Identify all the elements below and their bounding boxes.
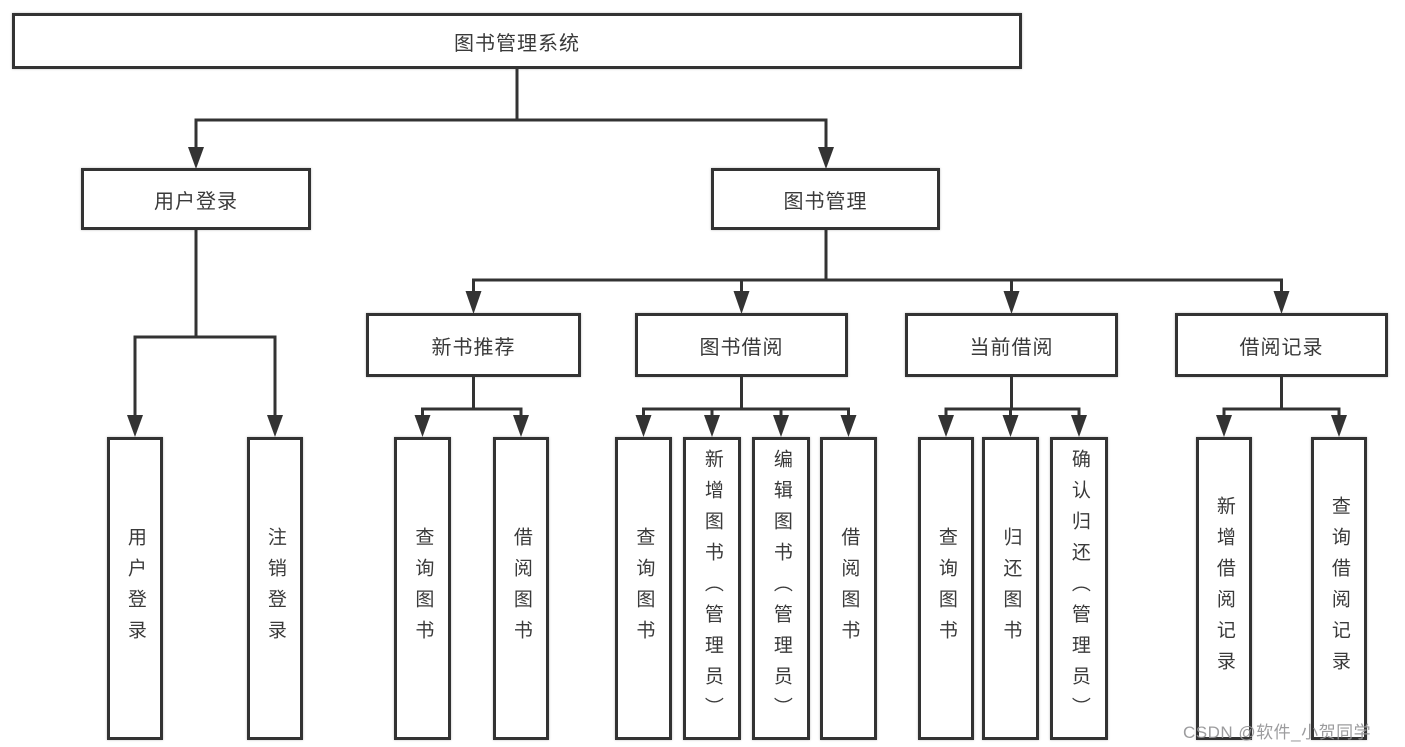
node-label: 当前借阅 — [969, 336, 1054, 359]
leaf-current-return: 归还图书 — [982, 437, 1039, 740]
csdn-watermark: CSDN @软件_小贺同学 — [1183, 723, 1372, 742]
leaf-label: 编辑图书（管理员） — [770, 449, 792, 728]
node-label: 新书推荐 — [431, 336, 516, 359]
connector-borrow-records-children — [1216, 377, 1347, 437]
node-label: 图书借阅 — [699, 336, 784, 359]
leaf-label: 查询图书 — [412, 526, 434, 651]
node-current-borrow: 当前借阅 — [905, 313, 1118, 377]
leaf-label: 查询图书 — [935, 526, 957, 651]
arrowhead-icon — [414, 415, 431, 437]
node-label: 图书管理系统 — [454, 32, 580, 55]
arrowhead-icon — [773, 415, 789, 437]
arrowhead-icon — [1216, 415, 1232, 437]
arrowhead-icon — [704, 415, 720, 437]
arrowhead-icon — [1003, 291, 1020, 314]
leaf-label: 新增图书（管理员） — [701, 449, 723, 728]
node-label: 图书管理 — [783, 190, 868, 213]
leaf-label: 查询借阅记录 — [1328, 495, 1350, 682]
arrowhead-icon — [733, 291, 750, 314]
arrowhead-icon — [840, 415, 857, 437]
node-book-borrow: 图书借阅 — [635, 313, 848, 377]
leaf-label: 借阅图书 — [838, 526, 860, 651]
leaf-borrow-borrow: 借阅图书 — [820, 437, 877, 740]
leaf-label: 确认归还（管理员） — [1068, 449, 1090, 728]
leaf-label: 新增借阅记录 — [1213, 495, 1235, 682]
leaf-new-books-query: 查询图书 — [394, 437, 451, 740]
node-label: 用户登录 — [154, 190, 238, 213]
leaf-user-login: 用户登录 — [107, 437, 163, 740]
connector-book-mgmt-to-level3 — [465, 230, 1290, 314]
arrowhead-icon — [513, 415, 529, 437]
node-root-system: 图书管理系统 — [12, 13, 1022, 69]
connector-user-login-children — [127, 230, 283, 437]
arrowhead-icon — [1071, 415, 1087, 437]
connector-root-to-level2 — [188, 69, 834, 169]
leaf-label: 注销登录 — [264, 526, 286, 651]
arrowhead-icon — [465, 291, 482, 314]
leaf-current-confirm-admin: 确认归还（管理员） — [1050, 437, 1108, 740]
connector-book-borrow-children — [635, 377, 857, 437]
node-user-login: 用户登录 — [81, 168, 311, 230]
leaf-label: 查询图书 — [633, 526, 655, 651]
arrowhead-icon — [188, 147, 204, 169]
leaf-label: 借阅图书 — [510, 526, 532, 651]
leaf-records-query: 查询借阅记录 — [1311, 437, 1367, 740]
node-new-books: 新书推荐 — [366, 313, 581, 377]
arrowhead-icon — [267, 415, 283, 437]
connector-new-books-children — [414, 377, 529, 437]
arrowhead-icon — [127, 415, 143, 437]
arrowhead-icon — [1273, 291, 1290, 314]
connector-current-borrow-children — [938, 377, 1087, 437]
arrowhead-icon — [635, 415, 652, 437]
arrowhead-icon — [1331, 415, 1347, 437]
node-label: 借阅记录 — [1239, 336, 1324, 359]
arrowhead-icon — [1002, 415, 1019, 437]
arrowhead-icon — [938, 415, 954, 437]
leaf-label: 用户登录 — [124, 526, 146, 651]
node-borrow-records: 借阅记录 — [1175, 313, 1388, 377]
leaf-new-books-borrow: 借阅图书 — [493, 437, 549, 740]
leaf-borrow-query: 查询图书 — [615, 437, 672, 740]
node-book-mgmt: 图书管理 — [711, 168, 940, 230]
leaf-logout: 注销登录 — [247, 437, 303, 740]
leaf-current-query: 查询图书 — [918, 437, 974, 740]
leaf-borrow-edit-admin: 编辑图书（管理员） — [752, 437, 810, 740]
leaf-label: 归还图书 — [1000, 526, 1022, 651]
leaf-borrow-add-admin: 新增图书（管理员） — [683, 437, 741, 740]
arrowhead-icon — [818, 147, 834, 169]
leaf-records-add: 新增借阅记录 — [1196, 437, 1252, 740]
